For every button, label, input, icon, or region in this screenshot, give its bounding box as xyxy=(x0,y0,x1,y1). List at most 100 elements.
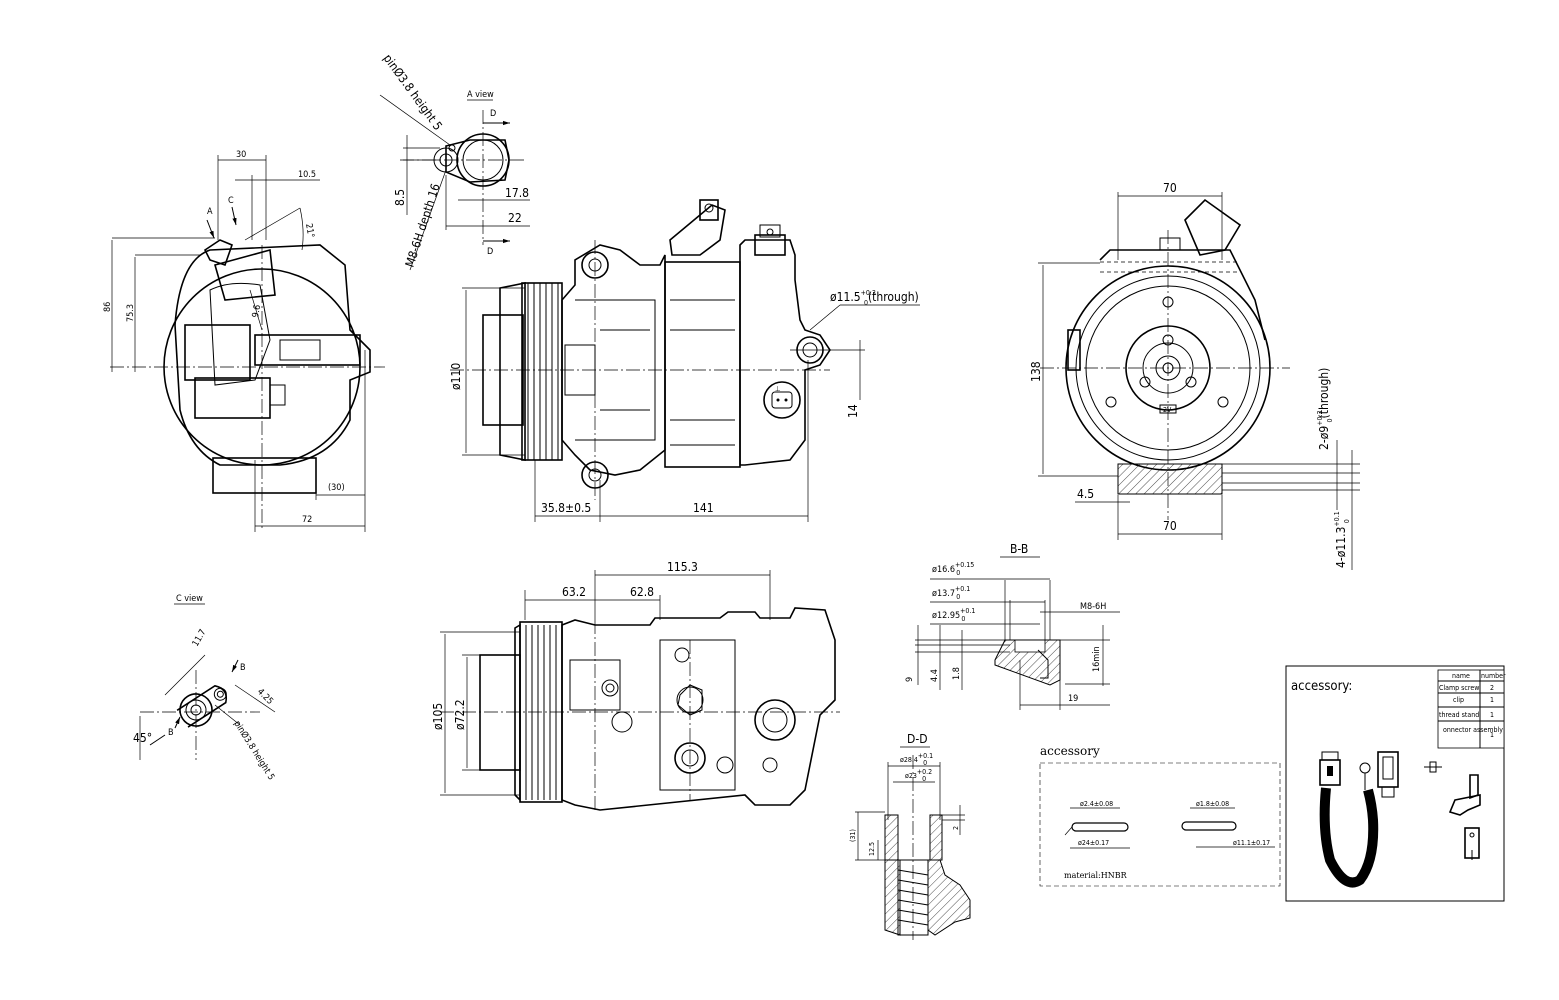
c-view-11-7: 11.7 xyxy=(191,628,209,649)
front-phi11-5-val: ø11.5 xyxy=(830,290,861,304)
rear-two-phi9-note: (through) xyxy=(1317,368,1331,419)
side-dim-75-3: 75.3 xyxy=(126,304,136,322)
a-view: A view D D 8.5 pinØ3.8 height 5 M8-6H de… xyxy=(379,52,530,271)
c-view-45: 45° xyxy=(133,731,152,745)
bb-phi16-6-tol0: 0 xyxy=(956,569,960,577)
side-arrow-c: C xyxy=(228,196,234,206)
dd-title: D-D xyxy=(907,732,928,746)
rear-four-phi11-3-tol: +0.1 xyxy=(1333,511,1341,526)
bb-phi13-7-tol0: 0 xyxy=(956,593,960,601)
left-side-view: 30 10.5 A C 21° 86 75.3 9.6 (30) xyxy=(103,150,385,532)
bb-phi13-7-val: ø13.7 xyxy=(932,589,955,599)
thread-stand-drawing xyxy=(1464,827,1480,860)
rear-four-phi11-3-val: 4-ø11.3 xyxy=(1334,527,1348,568)
dd-dim-31: (31) xyxy=(849,829,857,842)
acc-header-name: name xyxy=(1452,672,1470,680)
oring-material: material:HNBR xyxy=(1064,871,1128,880)
bb-phi12-95-tol0: 0 xyxy=(961,615,965,623)
accessory-box: accessory: name number Clamp screw 2 cli… xyxy=(1285,665,1506,902)
bb-m8: M8-6H xyxy=(1080,602,1106,612)
bb-title: B-B xyxy=(1010,542,1028,556)
clip-drawing xyxy=(1448,774,1481,816)
rear-dim-70-top: 70 xyxy=(1163,181,1177,195)
acc-row4-name: onnector assembly xyxy=(1443,726,1503,734)
bb-phi16-6-val: ø16.6 xyxy=(932,565,955,575)
rear-two-phi9-tol: +0.3 xyxy=(1316,410,1324,425)
oring1-wire: ø2.4±0.08 xyxy=(1080,800,1113,808)
side-dim-30: 30 xyxy=(236,150,246,160)
c-view-4-25: 4.25 xyxy=(255,687,275,707)
c-view: C view 45° 11.7 B B 4.25 pinØ3.8 height … xyxy=(133,594,277,782)
accessory-title: accessory: xyxy=(1291,679,1352,694)
acc-header-number: number xyxy=(1481,672,1506,680)
front-phi11-5-tol0: 0 xyxy=(864,299,868,307)
oring-accessory: accessory ø2.4±0.08 ø24±0.17 ø1.8±0.08 ø… xyxy=(1039,744,1281,887)
dd-phi28-4-val: ø28.4 xyxy=(900,756,918,764)
a-view-title: A view xyxy=(467,90,494,100)
front-phi11-5-tol: +0.3 xyxy=(861,289,876,297)
dd-phi23-val: ø23 xyxy=(905,772,917,780)
dd-dim-12-5: 12.5 xyxy=(868,842,876,856)
bottom-dim-phi105: ø105 xyxy=(431,703,445,730)
rear-two-phi9-val: 2-ø9 xyxy=(1317,426,1331,450)
a-view-dim-17-8: 17.8 xyxy=(505,186,529,200)
oring-title: accessory xyxy=(1040,744,1100,758)
bb-dim-4-4: 4.4 xyxy=(930,669,940,682)
acc-row1-name: Clamp screw xyxy=(1439,684,1479,692)
a-view-dim-8-5: 8.5 xyxy=(393,189,407,206)
bb-dim-16min: 16min xyxy=(1092,646,1102,672)
side-dim-9-6: 9.6 xyxy=(251,304,263,318)
a-view-dim-22: 22 xyxy=(508,211,522,225)
a-view-d-bottom: D xyxy=(487,247,493,257)
rear-view: 70 2V 138 4.5 70 xyxy=(1029,181,1360,570)
side-dim-10-5: 10.5 xyxy=(298,170,316,180)
bottom-dim-115-3: 115.3 xyxy=(667,560,698,574)
rear-dim-138: 138 xyxy=(1029,361,1043,382)
acc-row2-num: 1 xyxy=(1490,696,1494,704)
oring1-id: ø24±0.17 xyxy=(1078,839,1109,847)
c-view-b1: B xyxy=(240,663,246,673)
dd-phi28-4-tol: +0.1 xyxy=(918,752,933,760)
bb-phi13-7-tol: +0.1 xyxy=(955,585,970,593)
dd-phi28-4-tol0: 0 xyxy=(923,759,927,767)
connector-assembly-drawing xyxy=(1319,751,1399,888)
acc-row4-num: 1 xyxy=(1490,731,1494,739)
clamp-screw-drawing xyxy=(1424,761,1442,773)
rear-plug-label: 2V xyxy=(1163,406,1172,414)
dd-dim-2: 2 xyxy=(952,826,960,830)
front-dim-35-8: 35.8±0.5 xyxy=(541,501,591,515)
bb-phi12-95-val: ø12.95 xyxy=(932,611,960,621)
bb-dim-1-8: 1.8 xyxy=(952,667,962,680)
side-dim-86: 86 xyxy=(103,302,113,312)
acc-row3-num: 1 xyxy=(1490,711,1494,719)
side-angle-21: 21° xyxy=(303,223,315,239)
front-dim-14: 14 xyxy=(846,404,860,418)
c-view-pin: pinØ3.8 height 5 xyxy=(231,719,276,782)
oring2-id: ø11.1±0.17 xyxy=(1233,839,1270,847)
c-view-title: C view xyxy=(176,594,203,604)
a-view-thread-note: M8-6H depth 16 xyxy=(403,182,443,269)
dd-phi23-tol0: 0 xyxy=(922,775,926,783)
a-view-pin-note: pinØ3.8 height 5 xyxy=(381,52,446,133)
rear-dim-4-5: 4.5 xyxy=(1077,487,1094,501)
rear-dim-70-bottom: 70 xyxy=(1163,519,1177,533)
rear-four-phi11-3-tol0: 0 xyxy=(1343,519,1351,523)
a-view-d-top: D xyxy=(490,109,496,119)
c-view-b2: B xyxy=(168,728,174,738)
acc-row3-name: thread stand xyxy=(1439,711,1479,719)
rear-two-phi9-tol0: 0 xyxy=(1326,418,1334,422)
side-dim-72: 72 xyxy=(302,515,312,525)
bottom-dim-phi72-2: ø72.2 xyxy=(453,699,467,730)
bottom-dim-62-8: 62.8 xyxy=(630,585,654,599)
dd-phi23-tol: +0.2 xyxy=(917,768,932,776)
front-plug-label: ⊥ xyxy=(775,385,781,393)
